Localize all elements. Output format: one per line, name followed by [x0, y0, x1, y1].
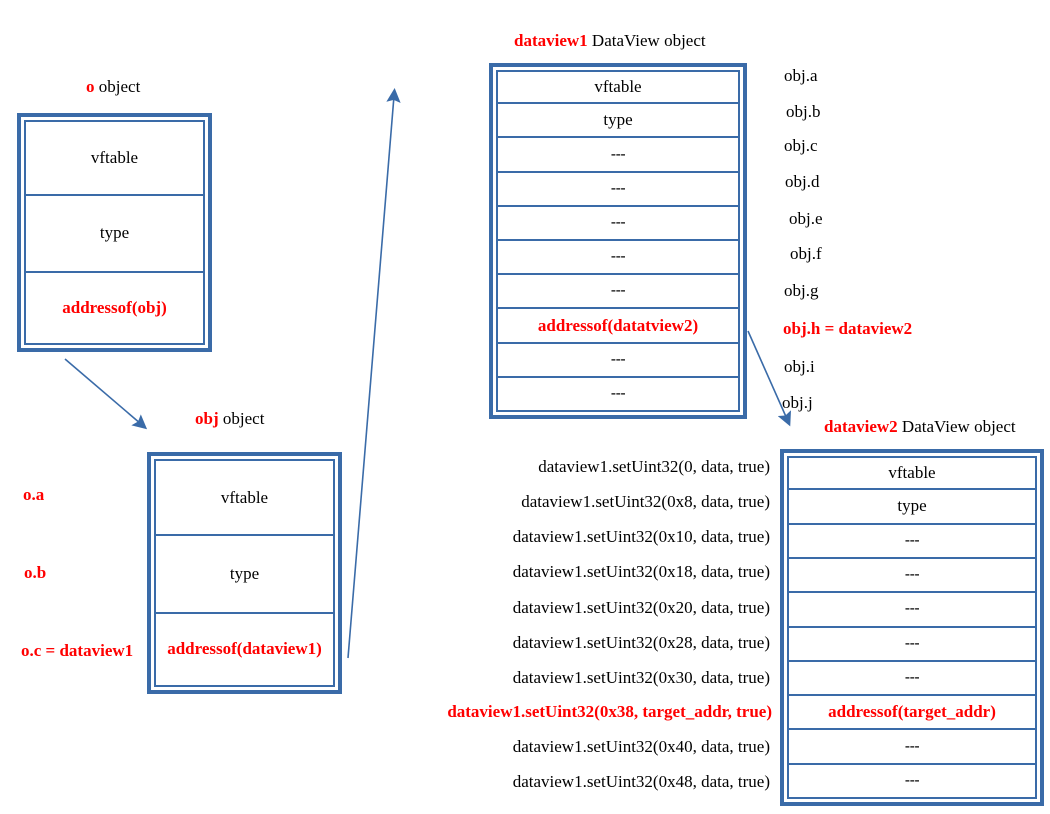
dataview1-row-2: --- [496, 138, 740, 173]
dataview2-left-label-5: dataview1.setUint32(0x28, data, true) [512, 633, 770, 652]
dataview2-row-2: --- [787, 524, 1037, 559]
dataview2-row-6: --- [787, 661, 1037, 697]
dataview1-row-8: --- [496, 343, 740, 378]
dataview2-row-8: --- [787, 730, 1037, 765]
dataview1-row-7: addressof(datatview2) [496, 309, 740, 344]
dataview2-left-label-2: dataview1.setUint32(0x10, data, true) [512, 527, 770, 546]
obj-object-caption-rest: object [218, 409, 265, 428]
dataview1-row-6: --- [496, 275, 740, 310]
dataview1-row-4: --- [496, 206, 740, 242]
dataview1-caption: dataview1 DataView object [514, 31, 706, 51]
dataview1-box: vftable type --- --- --- --- --- address… [489, 63, 747, 419]
dataview1-right-label-0: obj.a [784, 66, 818, 85]
dataview2-left-label-6: dataview1.setUint32(0x30, data, true) [512, 668, 770, 687]
dataview2-row-4: --- [787, 593, 1037, 628]
dataview2-caption-highlight: dataview2 [824, 417, 898, 436]
dataview2-left-label-4: dataview1.setUint32(0x20, data, true) [512, 598, 770, 617]
dataview1-right-label-5: obj.f [790, 244, 822, 263]
dataview1-row-9: --- [496, 377, 740, 413]
obj-object-caption-highlight: obj [195, 409, 219, 428]
dataview1-right-label-7: obj.h = dataview2 [783, 319, 913, 338]
dataview1-row-5: --- [496, 241, 740, 276]
dataview2-left-label-1: dataview1.setUint32(0x8, data, true) [521, 492, 770, 511]
dataview2-caption: dataview2 DataView object [824, 417, 1016, 437]
obj-object-row-vftable: vftable [154, 459, 335, 537]
obj-object-row-type: type [154, 536, 335, 614]
dataview2-row-0: vftable [787, 456, 1037, 491]
dataview1-row-1: type [496, 104, 740, 139]
o-object-caption-rest: object [94, 77, 141, 96]
dataview1-right-label-4: obj.e [789, 209, 823, 228]
o-object-caption-highlight: o [86, 77, 95, 96]
obj-side-label-o-a: o.a [23, 485, 45, 504]
dataview1-row-0: vftable [496, 70, 740, 105]
obj-object-row-addressof-dataview1: addressof(dataview1) [154, 613, 335, 687]
o-object-box: vftable type addressof(obj) [17, 113, 212, 352]
dataview1-right-label-6: obj.g [784, 281, 819, 300]
arrow-o-to-obj [64, 358, 148, 430]
obj-object-caption: obj object [195, 409, 264, 429]
dataview1-caption-highlight: dataview1 [514, 31, 588, 50]
dataview1-right-label-3: obj.d [785, 172, 820, 191]
o-object-row-type: type [24, 196, 205, 273]
dataview2-row-5: --- [787, 627, 1037, 662]
dataview2-left-label-7: dataview1.setUint32(0x38, target_addr, t… [447, 702, 772, 721]
obj-side-label-o-c: o.c = dataview1 [21, 641, 134, 660]
dataview1-row-3: --- [496, 172, 740, 207]
dataview2-row-9: --- [787, 764, 1037, 799]
dataview1-right-label-2: obj.c [784, 136, 818, 155]
dataview2-left-label-0: dataview1.setUint32(0, data, true) [538, 457, 770, 476]
o-object-row-vftable: vftable [24, 120, 205, 197]
obj-object-box: vftable type addressof(dataview1) [147, 452, 342, 694]
dataview1-caption-rest: DataView object [587, 31, 706, 50]
dataview1-right-label-1: obj.b [786, 102, 821, 121]
obj-side-label-o-b: o.b [24, 563, 47, 582]
dataview2-row-1: type [787, 490, 1037, 525]
dataview2-left-label-8: dataview1.setUint32(0x40, data, true) [512, 737, 770, 756]
dataview1-right-label-8: obj.i [784, 357, 815, 376]
dataview2-left-label-9: dataview1.setUint32(0x48, data, true) [512, 772, 770, 791]
dataview1-right-label-9: obj.j [782, 393, 813, 412]
dataview2-caption-rest: DataView object [897, 417, 1016, 436]
o-object-caption: o object [86, 77, 140, 97]
o-object-row-addressof-obj: addressof(obj) [24, 272, 205, 345]
dataview2-left-label-3: dataview1.setUint32(0x18, data, true) [512, 562, 770, 581]
dataview2-row-7: addressof(target_addr) [787, 696, 1037, 731]
dataview2-box: vftable type --- --- --- --- --- address… [780, 449, 1044, 806]
dataview2-row-3: --- [787, 558, 1037, 594]
